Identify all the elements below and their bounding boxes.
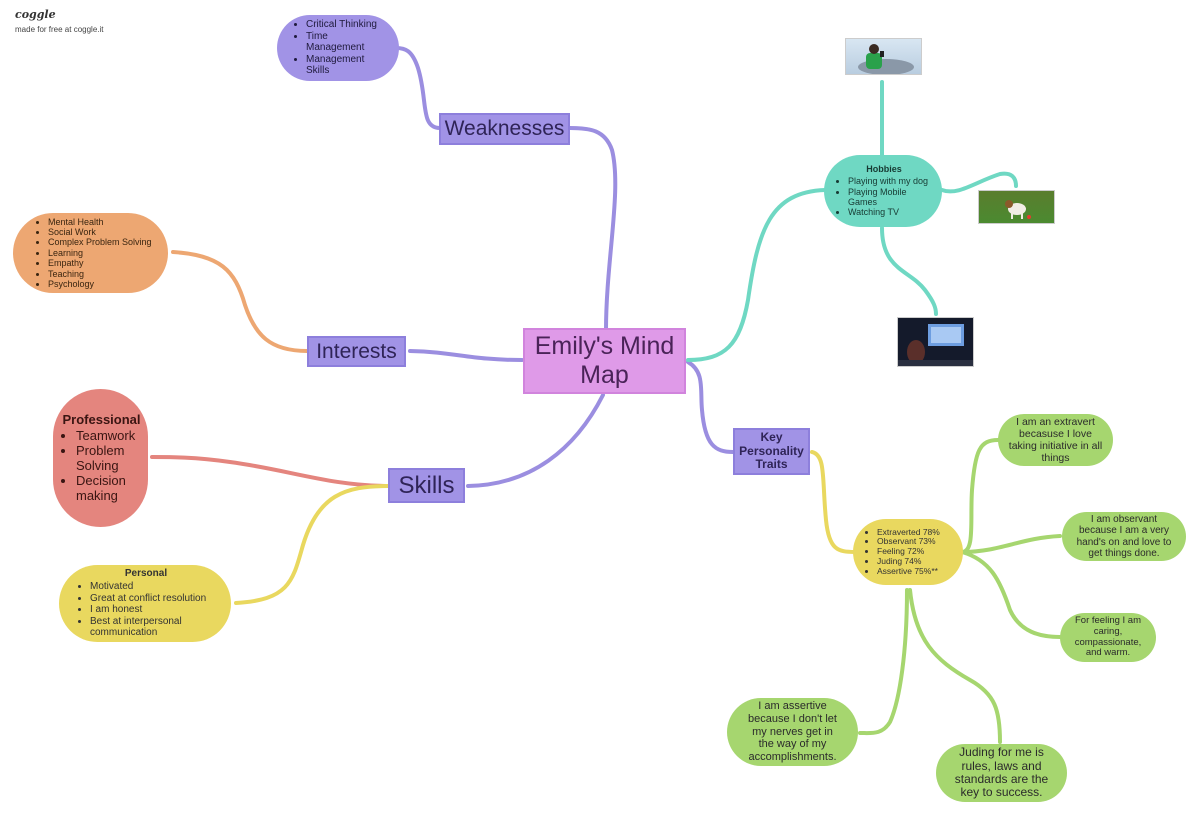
list-item: Motivated <box>90 581 219 593</box>
weaknesses-label: Weaknesses <box>444 117 565 140</box>
list-item: Extraverted 78% <box>877 527 957 538</box>
interests-node[interactable]: Interests <box>307 336 406 367</box>
list-item: Great at conflict resolution <box>90 593 219 605</box>
list-item: Observant 73% <box>877 537 957 547</box>
dog-photo[interactable] <box>978 190 1055 224</box>
feeling-note-text: For feeling I am caring, compassionate, … <box>1074 614 1142 659</box>
hobbies-title: Hobbies <box>866 164 902 175</box>
central-node-label: Emily's Mind Map <box>534 331 675 390</box>
observant-note-text: I am observant because I am a very hand'… <box>1076 513 1172 560</box>
list-item: Teaching <box>48 269 158 279</box>
coggle-brand: coggle made for free at coggle.it <box>15 8 104 34</box>
list-item: Feeling 72% <box>877 546 957 557</box>
interests-label: Interests <box>316 339 397 363</box>
skills-node[interactable]: Skills <box>388 468 465 503</box>
list-item: Complex Problem Solving <box>48 237 158 247</box>
assertive-note-text: I am assertive because I don't let my ne… <box>748 700 837 763</box>
list-item: Assertive 75%** <box>877 566 957 577</box>
personality-traits-label: Key Personality Traits <box>739 429 804 472</box>
weaknesses-list[interactable]: Critical Thinking Time Management Manage… <box>277 15 399 81</box>
observant-note[interactable]: I am observant because I am a very hand'… <box>1062 512 1186 561</box>
central-node[interactable]: Emily's Mind Map <box>523 328 686 394</box>
list-item: Playing Mobile Games <box>848 187 934 208</box>
list-item: Social Work <box>48 227 158 237</box>
extravert-note[interactable]: I am an extravert becasuse I love taking… <box>998 414 1113 466</box>
juding-note[interactable]: Juding for me is rules, laws and standar… <box>936 744 1067 802</box>
feeling-note[interactable]: For feeling I am caring, compassionate, … <box>1060 613 1156 662</box>
traits-list-node[interactable]: Extraverted 78% Observant 73% Feeling 72… <box>853 519 963 585</box>
list-item: Decision making <box>76 473 142 504</box>
list-item: Time Management <box>306 31 385 54</box>
list-item: Learning <box>48 248 158 258</box>
list-item: Teamwork <box>76 428 142 444</box>
interests-list[interactable]: Mental Health Social Work Complex Proble… <box>13 213 168 293</box>
personal-skills-node[interactable]: Personal Motivated Great at conflict res… <box>59 565 231 642</box>
hobbies-node[interactable]: Hobbies Playing with my dog Playing Mobi… <box>824 155 942 227</box>
personality-traits-node[interactable]: Key Personality Traits <box>733 428 810 475</box>
weaknesses-node[interactable]: Weaknesses <box>439 113 570 145</box>
extravert-note-text: I am an extravert becasuse I love taking… <box>1008 415 1103 465</box>
brand-subtitle: made for free at coggle.it <box>15 25 104 34</box>
juding-note-text: Juding for me is rules, laws and standar… <box>954 745 1049 800</box>
list-item: I am honest <box>90 604 219 616</box>
list-item: Psychology <box>48 279 158 289</box>
tv-watching-photo[interactable] <box>897 317 974 367</box>
list-item: Critical Thinking <box>306 19 385 31</box>
coggle-logo: coggle <box>15 8 56 21</box>
list-item: Watching TV <box>848 207 934 217</box>
list-item: Best at interpersonal communication <box>90 616 219 639</box>
professional-title: Professional <box>62 412 141 428</box>
person-phone-photo[interactable] <box>845 38 922 75</box>
list-item: Problem Solving <box>76 443 142 474</box>
list-item: Juding 74% <box>877 556 957 567</box>
list-item: Empathy <box>48 258 158 268</box>
personal-title: Personal <box>124 568 168 580</box>
assertive-note[interactable]: I am assertive because I don't let my ne… <box>727 698 858 766</box>
professional-skills-node[interactable]: Professional Teamwork Problem Solving De… <box>53 389 148 527</box>
list-item: Mental Health <box>48 217 158 227</box>
list-item: Management Skills <box>306 54 385 77</box>
list-item: Playing with my dog <box>848 176 934 186</box>
skills-label: Skills <box>398 471 455 499</box>
